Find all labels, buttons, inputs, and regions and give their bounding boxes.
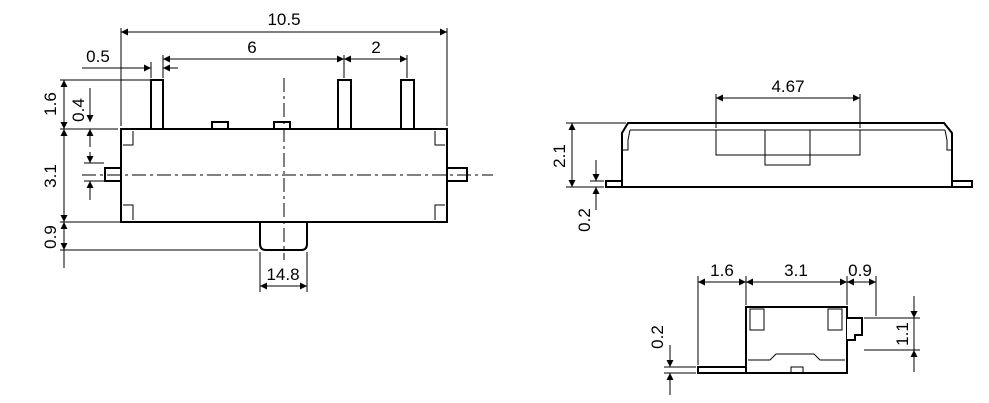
dim-knob-width: 14.8 (266, 265, 299, 284)
pin-3 (400, 79, 415, 130)
side-view: 4.67 2.1 0.2 (550, 77, 973, 232)
dim-end-body-width: 3.1 (784, 261, 808, 280)
dim-pin-width: 0.5 (86, 47, 110, 66)
dim-pin-span: 6 (247, 38, 256, 57)
dim-body-height: 3.1 (41, 164, 60, 188)
dim-pin-pitch: 2 (371, 38, 380, 57)
pin-1 (150, 79, 164, 130)
dim-side-body-height: 2.1 (550, 144, 569, 168)
corner-tr (434, 131, 445, 146)
end-tab (697, 366, 747, 374)
dim-end-left-tab: 1.6 (710, 261, 734, 280)
dim-side-tab: 0.2 (575, 208, 594, 232)
top-bump-left (211, 121, 229, 130)
end-view: 1.6 3.1 0.9 1.1 0.2 (648, 261, 920, 395)
corner-br (434, 204, 445, 220)
dim-knob-height: 0.9 (41, 225, 60, 249)
dim-end-knob-height: 1.1 (893, 322, 912, 346)
end-knob (847, 317, 863, 341)
dim-overall-width: 10.5 (267, 10, 300, 29)
pin-2 (337, 79, 352, 130)
dim-pin-height: 1.6 (41, 92, 60, 116)
dim-end-right-knob: 0.9 (848, 261, 872, 280)
dim-actuator-step: 0.4 (69, 98, 88, 122)
side-knob-center (764, 129, 811, 166)
corner-bl (123, 204, 134, 220)
front-view: 10.5 0.5 6 2 1.6 0.4 3.1 0.9 14.8 (41, 10, 493, 292)
dim-end-tab: 0.2 (648, 325, 667, 349)
corner-tl (123, 131, 134, 146)
top-bump-right (273, 121, 291, 130)
end-body (745, 306, 848, 374)
dim-side-knob-span: 4.67 (771, 77, 804, 96)
